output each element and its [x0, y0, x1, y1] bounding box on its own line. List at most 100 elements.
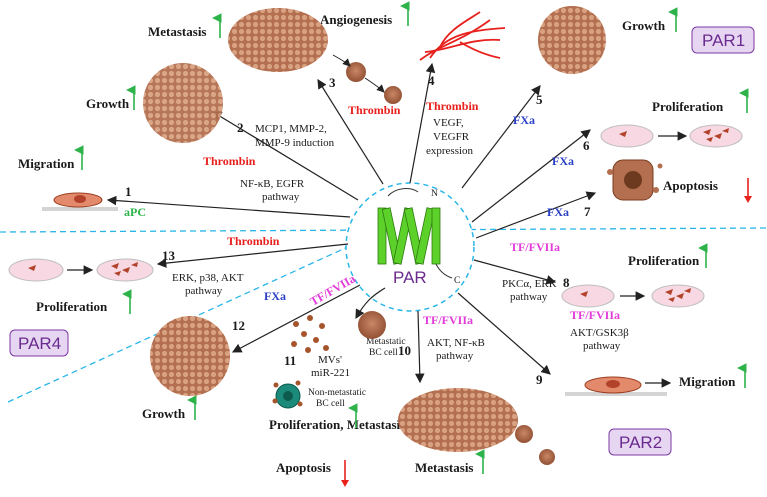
petri-dishes-8-icon — [561, 284, 705, 308]
par4-box — [9, 329, 69, 357]
tumor-growth-5-icon — [538, 6, 606, 74]
mech-11-line-1: MVs' — [318, 354, 342, 366]
pathway-7-number: 7 — [584, 204, 591, 219]
effect-11-down-arrowhead — [341, 480, 349, 487]
metastatic-bc-cell-icon — [358, 311, 386, 339]
pathway-5-number: 5 — [536, 92, 543, 107]
effect-12-growth: Growth — [142, 406, 186, 421]
arrow-13 — [156, 243, 349, 268]
mech-2-line-1: MCP1, MMP-2, — [255, 123, 327, 135]
apoptotic-cell-7-icon — [607, 159, 663, 201]
mech-11-line-2: miR-221 — [311, 367, 350, 379]
par-receptor-circle — [345, 182, 475, 312]
mech-4-line-3: expression — [426, 145, 474, 157]
metastatic-cell-label-1: Metastatic — [366, 337, 406, 347]
divider-line-diagonal — [7, 244, 353, 403]
effect-13-proliferation: Proliferation — [36, 299, 108, 314]
mech-1-line-2: pathway — [262, 191, 300, 203]
c-terminal-label: C — [454, 276, 460, 286]
non-metastatic-bc-cell-icon — [272, 380, 303, 409]
mech-8-line-1: PKCα, ERK — [502, 278, 557, 290]
agent-13-thrombin: Thrombin — [227, 234, 280, 248]
pathway-1-number: 1 — [125, 184, 132, 199]
tumor-metastasis-10-icon — [398, 388, 555, 465]
effect-11-proliferation-metastasis: Proliferation, Metastasis — [269, 417, 405, 432]
agent-8-tf-fviia: TF/FVIIa — [510, 240, 560, 254]
petri-dishes-13-icon — [8, 258, 154, 282]
pathway-2-number: 2 — [237, 120, 244, 135]
par1-label: PAR1 — [702, 31, 745, 50]
pathway-4-number: 4 — [428, 73, 435, 88]
migrating-cell-9-icon — [565, 376, 672, 396]
arrow-12 — [231, 284, 361, 353]
pathway-6-number: 6 — [583, 138, 590, 153]
arrow-3 — [317, 78, 384, 185]
effect-3-metastasis: Metastasis — [148, 24, 207, 39]
mech-4-line-1: VEGF, — [433, 117, 464, 129]
pathway-3-number: 3 — [329, 75, 336, 90]
petri-dishes-6-icon — [600, 124, 743, 148]
agent-4-thrombin: Thrombin — [426, 99, 479, 113]
agent-1-apc: aPC — [124, 205, 146, 219]
effect-4-angiogenesis: Angiogenesis — [320, 12, 392, 27]
arrow-5 — [461, 85, 541, 189]
arrow-7 — [475, 191, 597, 239]
mech-13-line-2: pathway — [185, 285, 223, 297]
effect-7-apoptosis: Apoptosis — [663, 178, 718, 193]
non-metastatic-cell-label-1: Non-metastatic — [308, 388, 366, 398]
mech-8-line-2: pathway — [510, 291, 548, 303]
effect-5-growth: Growth — [622, 18, 666, 33]
blood-vessels-4-icon — [419, 11, 506, 61]
agent-3-thrombin: Thrombin — [348, 103, 401, 117]
agent-5-fxa: FXa — [513, 113, 535, 127]
effect-1-migration: Migration — [18, 156, 75, 171]
par2-label: PAR2 — [619, 433, 662, 452]
pathway-11-number: 11 — [284, 353, 296, 368]
arrow-8 — [473, 259, 557, 285]
pathway-9-number: 9 — [536, 372, 543, 387]
mech-10-line-1: AKT, NF-κB — [427, 337, 485, 349]
arrow-9 — [457, 292, 551, 375]
mech-4-line-2: VEGFR — [433, 131, 470, 143]
mech-9-line-1: AKT/GSK3β — [570, 327, 629, 339]
migrating-cell-1-icon — [42, 192, 118, 211]
mech-10-line-2: pathway — [436, 350, 474, 362]
effect-7-down-arrowhead — [744, 196, 752, 203]
effect-10-metastasis: Metastasis — [415, 460, 474, 475]
microvesicles-11-icon — [291, 315, 329, 353]
effect-8-proliferation: Proliferation — [628, 253, 700, 268]
par1-box — [691, 26, 755, 54]
effect-6-proliferation: Proliferation — [652, 99, 724, 114]
effect-11-apoptosis: Apoptosis — [276, 460, 331, 475]
tumor-metastasis-3-icon — [228, 8, 402, 104]
effect-2-growth: Growth — [86, 96, 130, 111]
agent-7-fxa: FXa — [547, 205, 569, 219]
mech-1-line-1: NF-κB, EGFR — [240, 178, 305, 190]
agent-10-tf-fviia: TF/FVIIa — [423, 313, 473, 327]
mech-13-line-1: ERK, p38, AKT — [172, 272, 244, 284]
par2-box — [608, 428, 672, 456]
tumor-growth-12-icon — [150, 316, 230, 396]
arrow-6 — [471, 129, 591, 223]
pathway-8-number: 8 — [563, 275, 570, 290]
n-terminal-label: N — [431, 189, 438, 199]
par4-label: PAR4 — [18, 334, 61, 353]
arrow-2 — [211, 111, 359, 201]
arrow-1 — [106, 195, 351, 218]
mech-2-line-2: MMP-9 induction — [255, 137, 335, 149]
agent-6-fxa: FXa — [552, 154, 574, 168]
agent-2-thrombin: Thrombin — [203, 154, 256, 168]
arrow-4 — [409, 62, 436, 184]
agent-9-tf-fviia: TF/FVIIa — [570, 308, 620, 322]
metastatic-cell-label-2: BC cell — [369, 348, 398, 358]
mech-9-line-2: pathway — [583, 340, 621, 352]
effect-9-migration: Migration — [679, 374, 736, 389]
pathway-10-number: 10 — [398, 343, 411, 358]
pathway-12-number: 12 — [232, 318, 245, 333]
pathway-13-number: 13 — [162, 248, 176, 263]
tumor-growth-2-icon — [143, 63, 223, 143]
arrow-10 — [414, 310, 425, 384]
center-par-label: PAR — [393, 268, 427, 287]
